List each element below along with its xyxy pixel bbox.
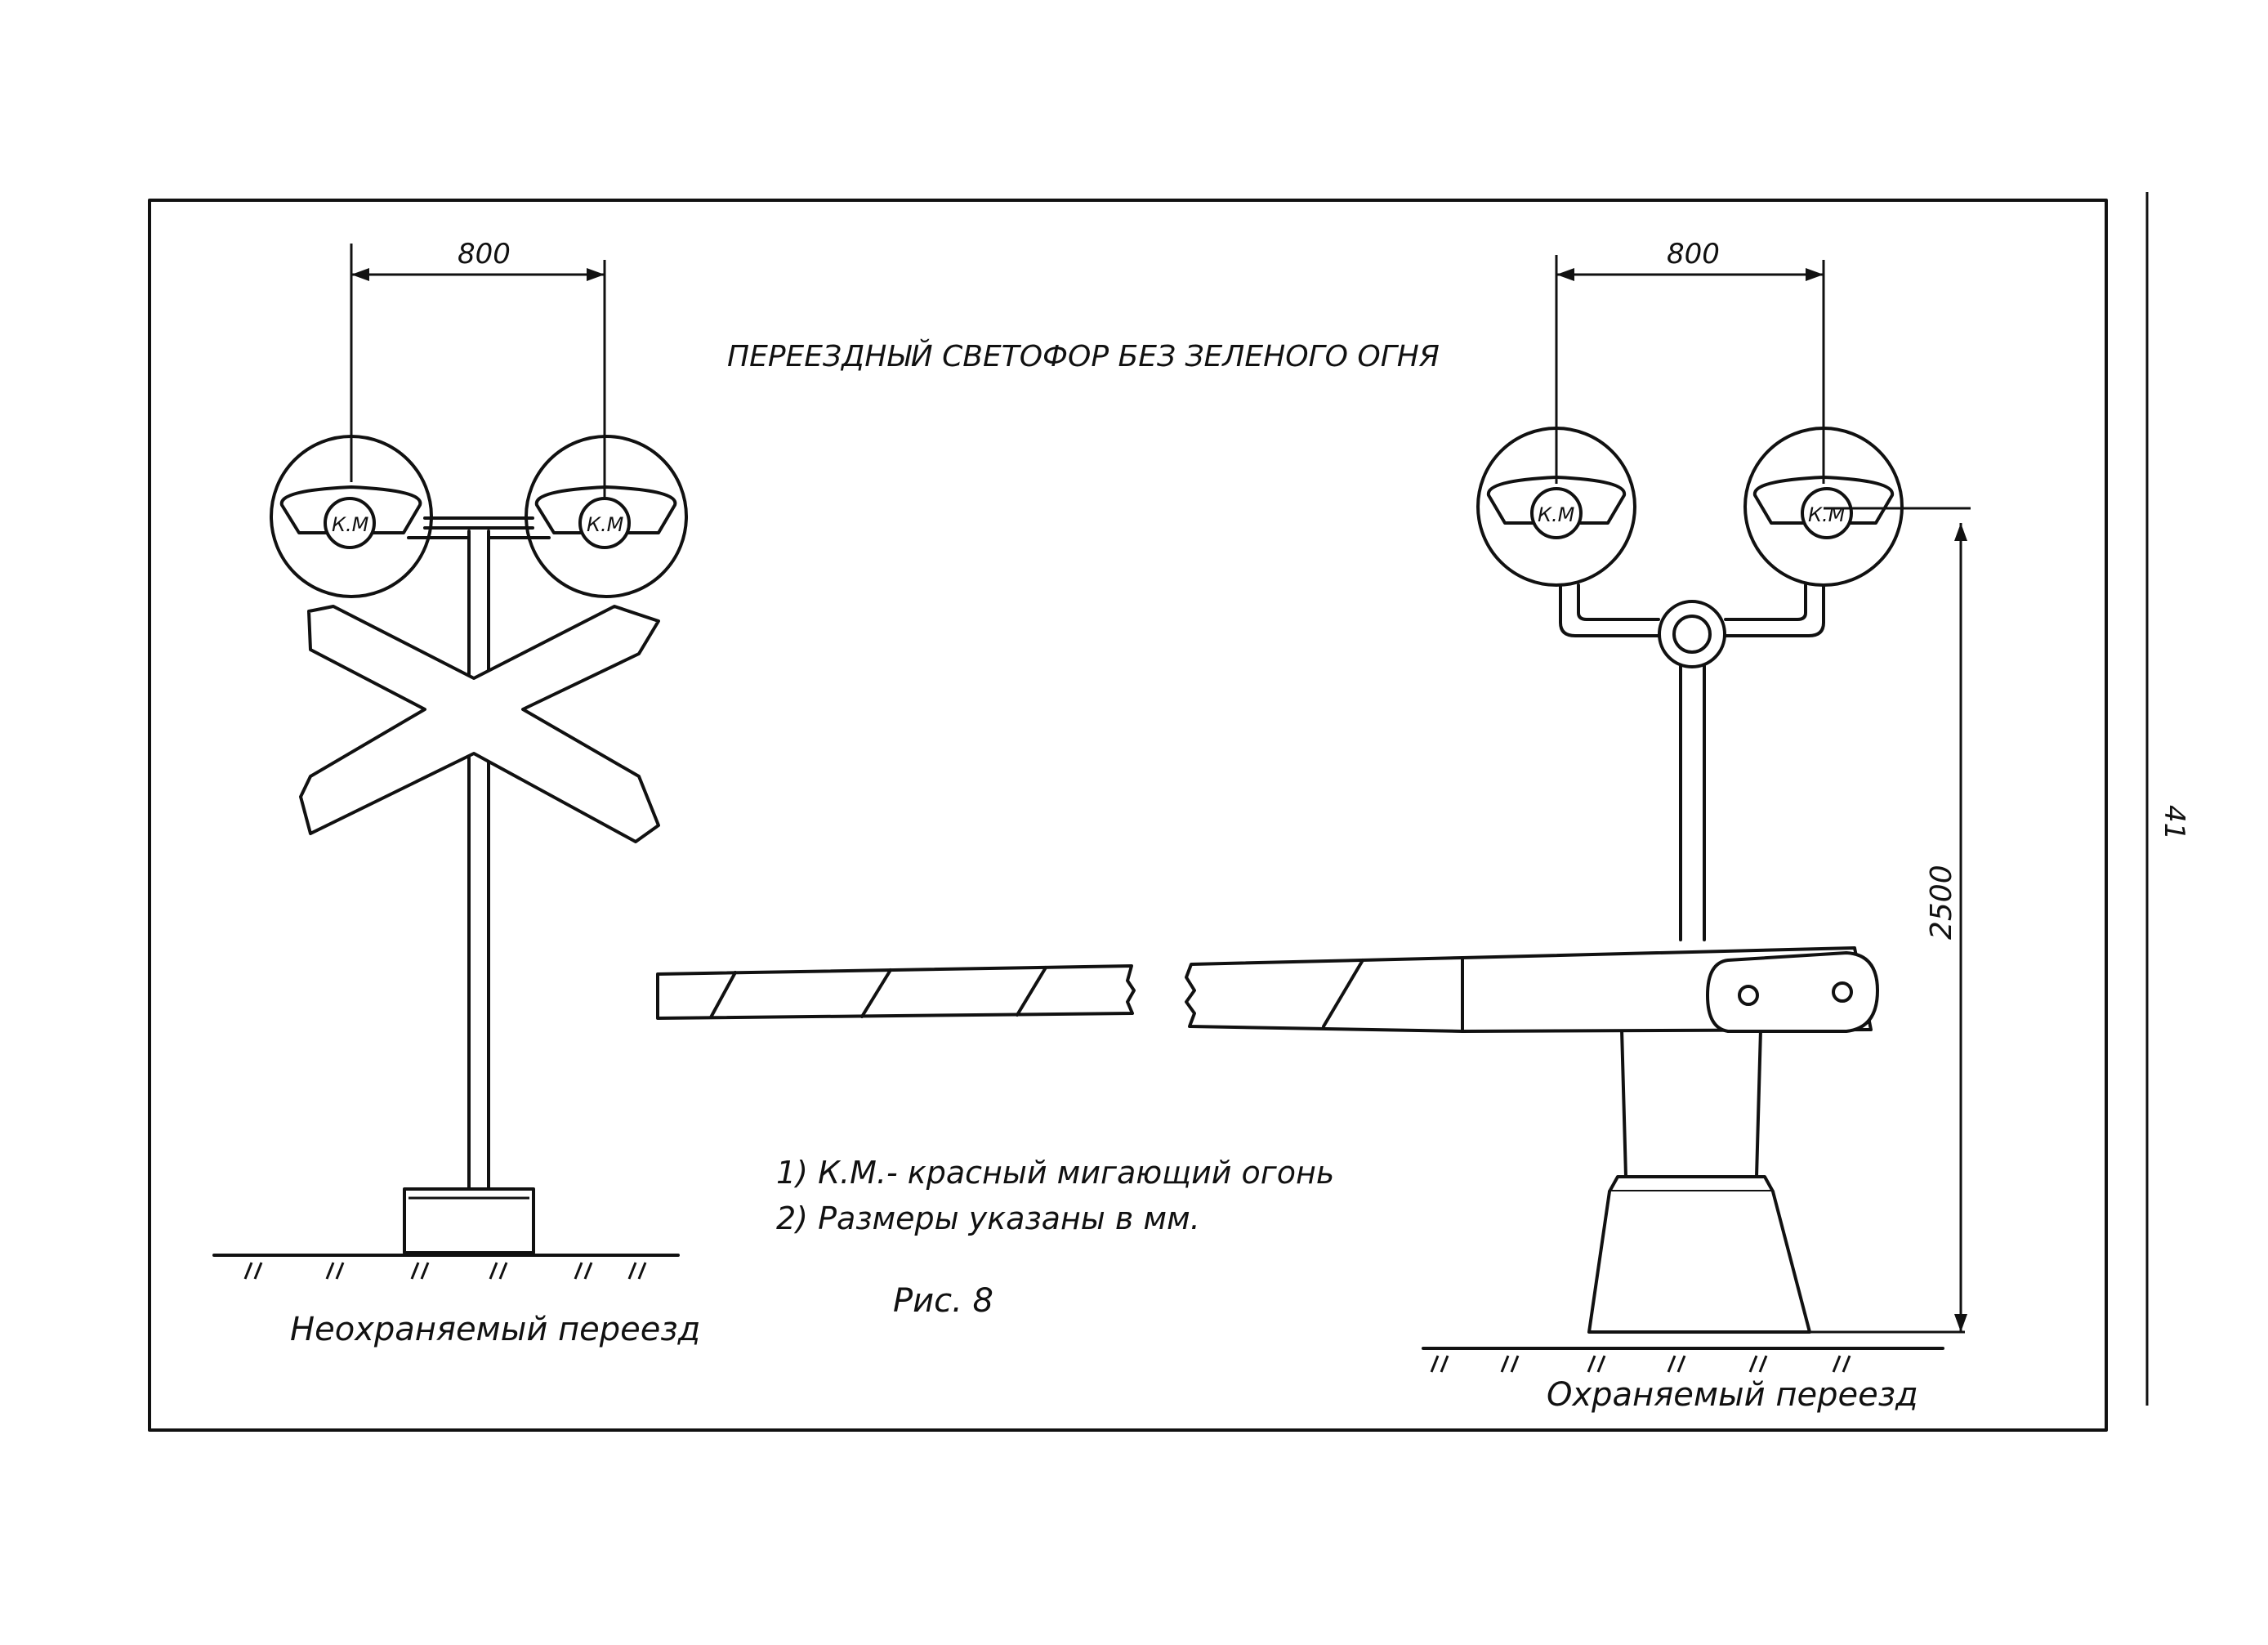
lamp-label: К.М — [1808, 503, 1846, 526]
right-bracket-arm-left-inner — [1577, 583, 1660, 621]
right-bracket-arm-right-inner — [1724, 583, 1807, 621]
left-spacing-dimension: 800 — [458, 238, 511, 270]
right-bracket-hub-bore — [1672, 615, 1712, 654]
right-ground-hatching — [1430, 1355, 1851, 1373]
lamp-visor — [279, 485, 422, 534]
notes-block: 1) К.М.- красный мигающий огонь 2) Разме… — [776, 1155, 1334, 1320]
left-foundation — [403, 1187, 535, 1254]
barrier-stripe — [860, 968, 892, 1018]
barrier-pedestal — [1620, 1028, 1762, 1178]
lamp-lens — [1530, 487, 1583, 539]
page-number: 41 — [2158, 805, 2190, 840]
lamp-visor — [1486, 476, 1627, 525]
note-1: 1) К.М.- красный мигающий огонь — [776, 1155, 1334, 1191]
lamp-lens — [1801, 487, 1853, 539]
barrier-arm-tip — [656, 964, 1136, 1020]
lamp-visor — [1752, 476, 1895, 525]
note-2: 2) Размеры указаны в мм. — [776, 1200, 1200, 1236]
figure-label: Рис. 8 — [893, 1282, 993, 1320]
barrier-stripe — [1322, 959, 1364, 1028]
right-spacing-dimension: 800 — [1667, 238, 1720, 270]
lamp-visor — [534, 485, 677, 534]
left-lamp-head-1: К.М — [270, 435, 433, 598]
lamp-housing — [270, 435, 433, 598]
right-height-dimension: 2500 — [1925, 865, 1958, 940]
lamp-housing — [1476, 427, 1636, 587]
lamp-housing — [525, 435, 688, 598]
right-bracket-arm-right-outer — [1724, 583, 1825, 637]
barrier-hinge-plate — [1706, 951, 1879, 1033]
left-signal-assembly: 800 К.М К.М Неохраняемый перее — [212, 238, 700, 1348]
lamp-label: К.М — [587, 513, 624, 536]
lamp-label: К.М — [332, 513, 369, 536]
right-bracket-hub — [1658, 600, 1726, 668]
barrier-foundation — [1587, 1190, 1811, 1334]
right-lamp-head-1: К.М — [1476, 427, 1636, 587]
drawing-title: ПЕРЕЕЗДНЫЙ СВЕТОФОР БЕЗ ЗЕЛЕНОГО ОГНЯ — [727, 339, 1440, 373]
left-lamp-head-2: К.М — [525, 435, 688, 598]
hinge-bolt-2 — [1832, 981, 1853, 1003]
barrier-pedestal-cap — [1608, 1175, 1775, 1193]
right-signal-assembly: 800 К.М К.М — [656, 238, 1971, 1414]
barrier-stripe — [709, 971, 737, 1019]
left-caption: Неохраняемый переезд — [290, 1311, 700, 1348]
drawing-frame — [148, 199, 2108, 1432]
hinge-bolt-1 — [1738, 985, 1759, 1006]
right-lamp-head-2: К.М — [1743, 427, 1904, 587]
right-caption: Охраняемый переезд — [1547, 1376, 1918, 1414]
lamp-lens — [324, 497, 376, 549]
st-andrews-cross-sign — [299, 605, 660, 843]
barrier-arm-tip-body — [656, 964, 1136, 1020]
barrier-stripe — [1016, 966, 1047, 1017]
barrier-arm-main — [1185, 946, 1873, 1033]
lamp-label: К.М — [1538, 503, 1575, 526]
lamp-lens — [578, 497, 631, 549]
left-ground-hatching — [243, 1262, 647, 1280]
right-bracket-arm-left-outer — [1559, 583, 1660, 637]
